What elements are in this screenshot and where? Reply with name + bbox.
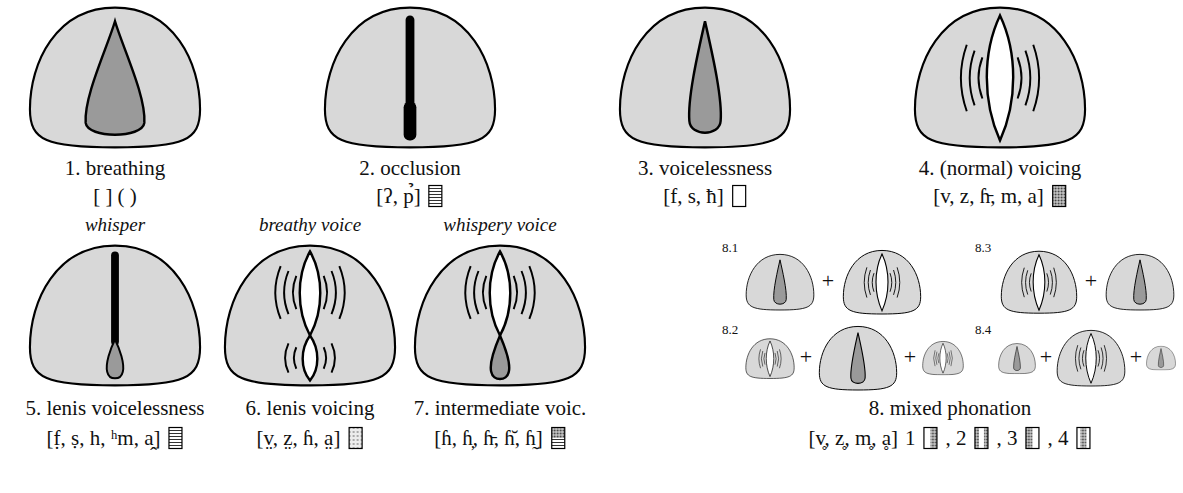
glottis-small (819, 326, 896, 390)
phonation-symbol (923, 426, 939, 450)
glottis-occlusion (325, 8, 495, 148)
glottis-whispery (415, 246, 585, 386)
glottis-small (1106, 254, 1174, 310)
phonation-symbol (974, 426, 990, 450)
caption-text: breathy voice (259, 212, 361, 238)
caption-text: [f̣, ṣ, h, ʰm, a̭] (46, 425, 160, 451)
caption-line: [f̣, ṣ, h, ʰm, a̭] (46, 425, 183, 451)
caption-line: [v̤, z̤, ɦ, a̤] (257, 425, 364, 451)
glottis-small (843, 250, 920, 314)
plus-sign: + (1085, 268, 1097, 294)
caption-text: 1 (905, 425, 916, 451)
caption-text: [v̥, z̥, m̥, ḁ] (808, 425, 898, 451)
caption-text: 6. lenis voicing (246, 395, 375, 421)
glottis-small (999, 344, 1036, 374)
caption-text: , 4 (1048, 425, 1069, 451)
caption-line: [ ] ( ) (93, 183, 137, 209)
caption-text: [ʔ, p̉] (376, 183, 420, 209)
caption-line: [f, s, ħ] (663, 183, 747, 209)
caption-line: [ɦ, ɦ̦, ɦ̵, ɦ̆, ɦ̰] (434, 425, 566, 451)
sub-number: 8.4 (975, 322, 991, 338)
caption-line: [ʔ, p̉] (376, 183, 443, 209)
glottis-small (1001, 251, 1076, 313)
caption-line: [v, z, ɦ̵, m, a] (933, 183, 1067, 209)
plus-sign: + (1040, 344, 1052, 370)
caption-text: 7. intermediate voic. (414, 395, 587, 421)
plus-sign: + (1130, 344, 1142, 370)
glottis-whisper (30, 246, 200, 386)
glottis-small (746, 254, 814, 310)
glottis-small (923, 341, 964, 374)
caption-line: whisper (85, 212, 145, 238)
caption-text: whisper (85, 212, 145, 238)
glottis-breathing (30, 8, 200, 148)
sub-number: 8.3 (975, 240, 991, 256)
glottis-small (1057, 330, 1125, 386)
plus-sign: + (800, 344, 812, 370)
caption-line: 8. mixed phonation (869, 395, 1032, 421)
caption-text: , 2 (946, 425, 967, 451)
caption-text: 2. occlusion (359, 155, 460, 181)
caption-line: breathy voice (259, 212, 361, 238)
caption-line: 7. intermediate voic. (414, 395, 587, 421)
caption-text: [f, s, ħ] (663, 183, 724, 209)
phonation-symbol (347, 426, 363, 450)
caption-text: 5. lenis voicelessness (25, 395, 204, 421)
caption-line: whispery voice (443, 212, 556, 238)
phonation-symbol (1025, 426, 1041, 450)
caption-text: [ ] ( ) (93, 183, 137, 209)
caption-line: 6. lenis voicing (246, 395, 375, 421)
glottis-breathy (225, 246, 395, 386)
caption-line: 5. lenis voicelessness (25, 395, 204, 421)
phonation-symbol (550, 426, 566, 450)
phonation-symbol (731, 184, 747, 208)
caption-line: 3. voicelessness (638, 155, 772, 181)
caption-line: 4. (normal) voicing (919, 155, 1082, 181)
glottis-voiceless (620, 8, 790, 148)
caption-text: 8. mixed phonation (869, 395, 1032, 421)
caption-text: , 3 (997, 425, 1018, 451)
caption-text: [ɦ, ɦ̦, ɦ̵, ɦ̆, ɦ̰] (434, 425, 543, 451)
phonation-symbol (1076, 426, 1092, 450)
caption-text: 1. breathing (65, 155, 165, 181)
caption-text: [v, z, ɦ̵, m, a] (933, 183, 1044, 209)
caption-text: whispery voice (443, 212, 556, 238)
phonation-symbol (1051, 184, 1067, 208)
caption-text: 4. (normal) voicing (919, 155, 1082, 181)
glottis-small (1147, 346, 1176, 370)
caption-line: 1. breathing (65, 155, 165, 181)
sub-number: 8.2 (722, 322, 738, 338)
caption-text: [v̤, z̤, ɦ, a̤] (257, 425, 341, 451)
phonation-symbol (428, 184, 444, 208)
plus-sign: + (822, 268, 834, 294)
glottis-voicing (915, 8, 1085, 148)
sub-number: 8.1 (722, 240, 738, 256)
phonation-symbol (168, 426, 184, 450)
caption-line: 2. occlusion (359, 155, 460, 181)
glottis-small (746, 339, 794, 379)
caption-line: [v̥, z̥, m̥, ḁ] 1 , 2 , 3 , 4 (808, 425, 1091, 451)
plus-sign: + (904, 344, 916, 370)
caption-text: 3. voicelessness (638, 155, 772, 181)
